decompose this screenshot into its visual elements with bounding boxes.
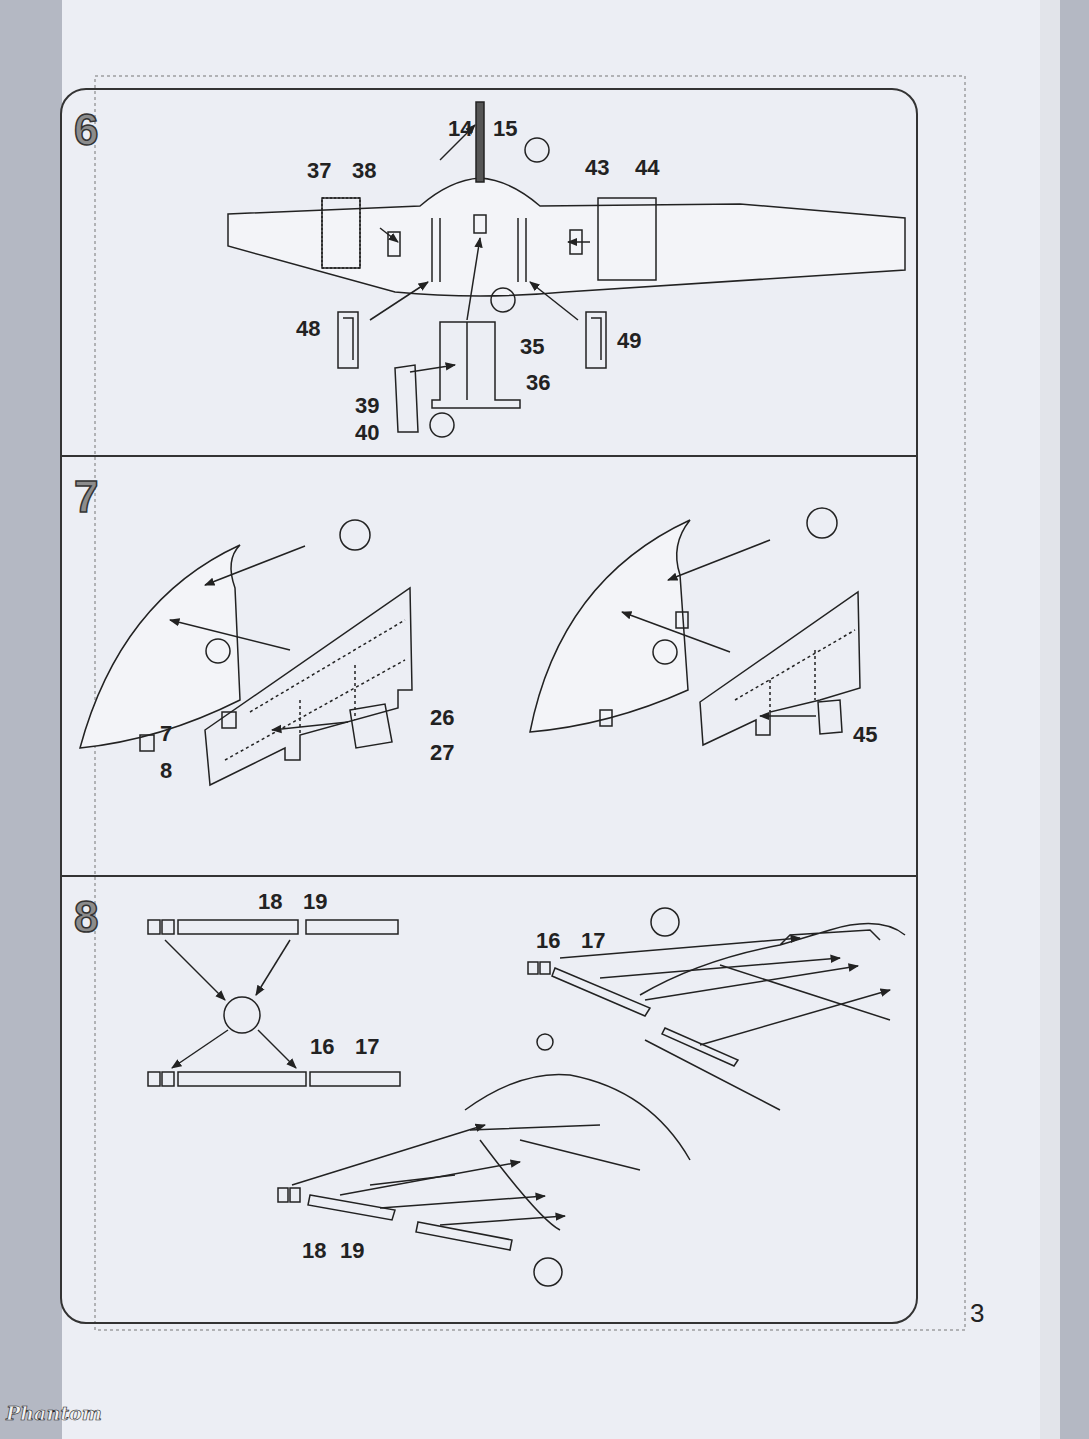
part-number: 35 [520, 336, 544, 358]
part-number: 48 [296, 318, 320, 340]
part-number: 27 [430, 742, 454, 764]
part-number: 39 [355, 395, 379, 417]
part-number: 18 [258, 891, 282, 913]
part-number: 43 [585, 157, 609, 179]
step-number: 7 [74, 475, 98, 519]
part-number: 15 [493, 118, 517, 140]
step-panel: 8 [60, 875, 918, 1324]
part-number: 36 [526, 372, 550, 394]
watermark: Phantom [6, 1404, 102, 1423]
part-number: 19 [340, 1240, 364, 1262]
part-number: 19 [303, 891, 327, 913]
step-number: 6 [74, 108, 98, 152]
part-number: 7 [160, 723, 172, 745]
part-number: 37 [307, 160, 331, 182]
part-number: 45 [853, 724, 877, 746]
part-number: 18 [302, 1240, 326, 1262]
step-number: 8 [74, 895, 98, 939]
part-number: 17 [355, 1036, 379, 1058]
part-number: 17 [581, 930, 605, 952]
part-number: 38 [352, 160, 376, 182]
part-number: 49 [617, 330, 641, 352]
step-panel: 7 [60, 455, 918, 877]
step-panel: 6 [60, 88, 918, 457]
part-number: 26 [430, 707, 454, 729]
part-number: 40 [355, 422, 379, 444]
part-number: 16 [310, 1036, 334, 1058]
page-number: 3 [970, 1300, 984, 1326]
part-number: 14 [448, 118, 472, 140]
part-number: 8 [160, 760, 172, 782]
part-number: 44 [635, 157, 659, 179]
part-number: 16 [536, 930, 560, 952]
